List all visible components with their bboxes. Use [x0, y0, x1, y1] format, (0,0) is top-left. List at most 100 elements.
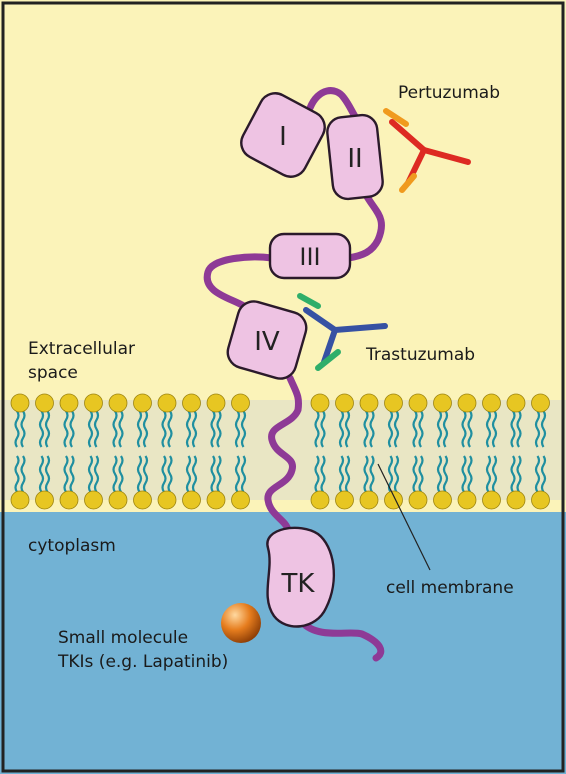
- lipid-head: [335, 490, 354, 510]
- lipid-tail: [485, 455, 492, 493]
- lipid-tail: [418, 410, 424, 448]
- lipid-tail: [320, 455, 326, 493]
- lipid-tail: [167, 455, 173, 493]
- lipid-head: [133, 393, 152, 413]
- lipid-bilayer-left: [10, 393, 250, 510]
- receptor-chain: [203, 87, 385, 662]
- lipid-head: [531, 490, 550, 510]
- lipid-tail: [240, 410, 247, 448]
- domain-IV: IV: [226, 300, 308, 380]
- lipid-tail: [461, 410, 467, 448]
- domain-I: I: [240, 92, 326, 178]
- lipid-tail: [161, 410, 167, 448]
- lipid-head: [59, 393, 79, 413]
- lipid-tail: [185, 410, 192, 448]
- lapatinib-molecule-icon: [221, 603, 261, 643]
- pertuzumab-antibody: [383, 108, 471, 193]
- domain-IV-label: IV: [254, 327, 280, 357]
- lipid-head: [84, 490, 103, 510]
- lipid-tail: [418, 455, 424, 493]
- domain-I-label: I: [279, 122, 287, 152]
- lipid-tail: [185, 455, 192, 493]
- lipid-tail: [320, 410, 326, 448]
- lipid-head: [433, 490, 452, 510]
- lipid-tail: [118, 455, 124, 493]
- lipid-tail: [491, 455, 498, 493]
- lipid-tail: [436, 455, 443, 493]
- lipid-tail: [87, 455, 94, 493]
- pertuzumab-label: Pertuzumab: [398, 83, 500, 103]
- cell-membrane-label: cell membrane: [386, 578, 514, 598]
- lipid-head: [482, 393, 501, 413]
- lipid-head: [108, 393, 128, 413]
- lipid-tail: [142, 455, 149, 493]
- lipid-tail: [510, 410, 516, 448]
- lipid-tail: [467, 455, 473, 493]
- lipid-tail: [38, 455, 45, 493]
- domain-II: II: [326, 113, 384, 201]
- lipid-tail: [540, 410, 547, 448]
- lipid-tail: [234, 455, 241, 493]
- tyrosine-kinase-domain: TK: [266, 526, 336, 628]
- lipid-head: [433, 393, 452, 413]
- lipid-head: [157, 393, 177, 413]
- lipid-tail: [167, 410, 173, 448]
- lipid-head: [384, 490, 403, 510]
- lipid-tail: [161, 455, 167, 493]
- lipid-tail: [393, 455, 400, 493]
- lipid-tail: [369, 410, 375, 448]
- lipid-bilayer-right: [310, 393, 550, 510]
- lipid-tail: [216, 410, 222, 448]
- lipid-tail: [210, 410, 216, 448]
- extracellular-label-line1: Extracellular: [28, 339, 135, 359]
- lipid-tail: [393, 410, 400, 448]
- lipid-tail: [20, 410, 26, 448]
- lipid-tail: [44, 410, 51, 448]
- lipid-tail: [93, 455, 100, 493]
- lipid-tail: [467, 410, 473, 448]
- lipid-head: [108, 490, 128, 510]
- lipid-head: [335, 393, 354, 413]
- lipid-head: [84, 393, 103, 413]
- lipid-tail: [412, 410, 418, 448]
- lipid-head: [10, 490, 30, 510]
- lipid-tail: [38, 410, 45, 448]
- lipid-tail: [491, 410, 498, 448]
- lipid-tail: [44, 455, 51, 493]
- lipid-tail: [344, 455, 351, 493]
- lipid-head: [408, 490, 428, 510]
- lipid-tail: [510, 455, 516, 493]
- lipid-tail: [314, 455, 320, 493]
- lipid-head: [59, 490, 79, 510]
- lipid-head: [457, 393, 477, 413]
- cell-membrane-leader-line: [377, 463, 431, 571]
- lipid-tail: [534, 455, 541, 493]
- lipid-head: [231, 393, 250, 413]
- lipid-tail: [20, 455, 26, 493]
- lipid-tail: [338, 410, 345, 448]
- lipid-tail: [93, 410, 100, 448]
- lipid-tail: [69, 410, 75, 448]
- lipid-tail: [540, 455, 547, 493]
- lipid-head: [359, 393, 379, 413]
- small-molecule-label-line2: TKIs (e.g. Lapatinib): [57, 652, 228, 672]
- lipid-tail: [369, 455, 375, 493]
- lipid-tail: [216, 455, 222, 493]
- lipid-tail: [461, 455, 467, 493]
- lipid-head: [310, 393, 330, 413]
- lipid-head: [359, 490, 379, 510]
- lipid-head: [231, 490, 250, 510]
- lipid-head: [133, 490, 152, 510]
- lipid-tail: [314, 410, 320, 448]
- lipid-tail: [118, 410, 124, 448]
- lipid-head: [506, 490, 526, 510]
- lipid-tail: [442, 455, 449, 493]
- small-molecule-label-line1: Small molecule: [58, 628, 188, 648]
- lipid-tail: [363, 455, 369, 493]
- lipid-tail: [442, 410, 449, 448]
- lipid-tail: [136, 455, 143, 493]
- lipid-tail: [191, 410, 198, 448]
- lipid-tail: [142, 410, 149, 448]
